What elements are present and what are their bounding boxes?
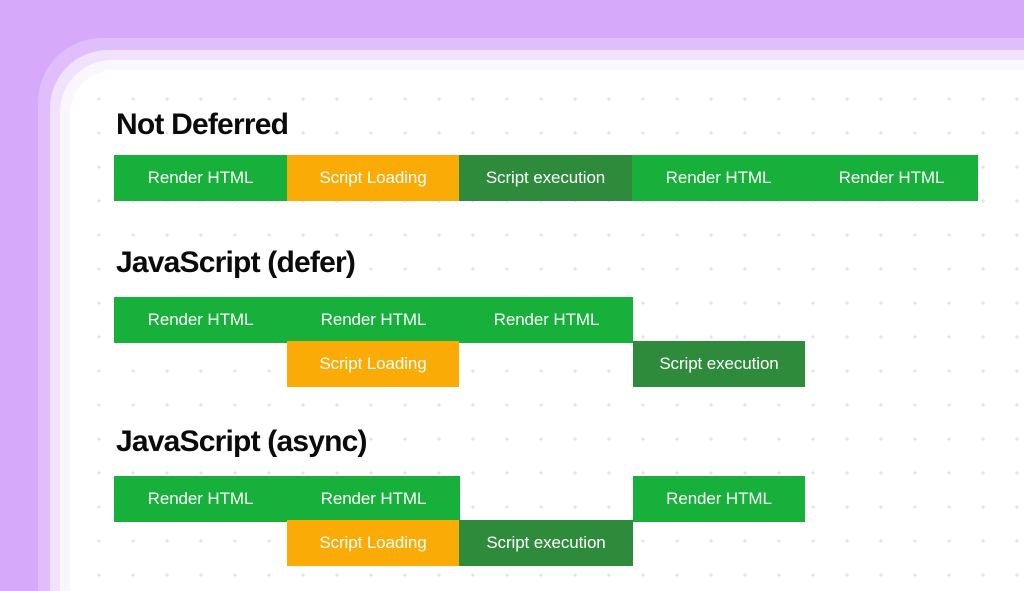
timeline-segment[interactable]: Render HTML (632, 155, 805, 201)
section-title-javascript-async: JavaScript (async) (116, 425, 368, 458)
timeline-segment[interactable]: Render HTML (460, 297, 633, 343)
timeline-segment[interactable]: Render HTML (287, 297, 460, 343)
section-title-not-deferred: Not Deferred (116, 108, 289, 141)
timeline-segment[interactable]: Script execution (633, 341, 805, 387)
timeline-segment[interactable]: Render HTML (114, 297, 287, 343)
timeline-segment[interactable]: Script execution (459, 520, 633, 566)
section-title-javascript-defer: JavaScript (defer) (116, 246, 356, 279)
timeline-segment[interactable]: Script Loading (287, 155, 459, 201)
timeline-segment[interactable]: Render HTML (805, 155, 978, 201)
timeline-segment[interactable]: Script Loading (287, 520, 459, 566)
timeline-segment[interactable]: Script Loading (287, 341, 459, 387)
timeline-segment[interactable]: Render HTML (287, 476, 460, 522)
timeline-segment[interactable]: Render HTML (114, 155, 287, 201)
timeline-segment[interactable]: Script execution (459, 155, 632, 201)
timeline-segment[interactable]: Render HTML (633, 476, 805, 522)
timeline-segment[interactable]: Render HTML (114, 476, 287, 522)
